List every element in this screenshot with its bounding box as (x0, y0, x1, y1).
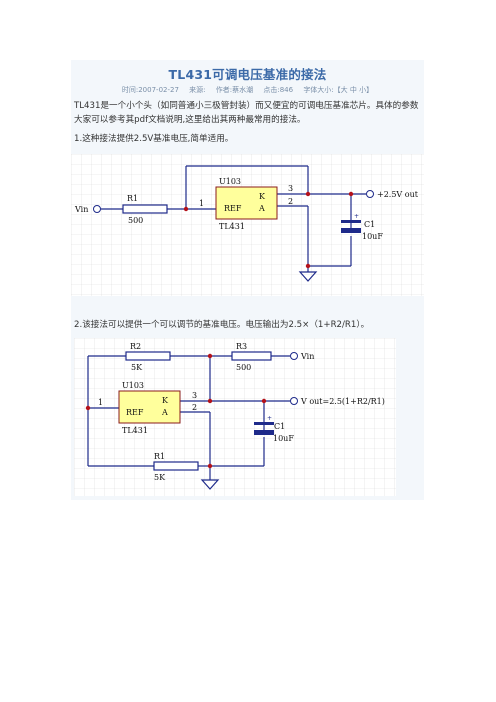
meta-hits-label: 点击: (263, 86, 280, 94)
c1-capacitor-top (254, 422, 274, 425)
c2-pin1: 1 (98, 398, 103, 407)
c2-vout-label: V out=2.5(1+R2/R1) (300, 397, 385, 406)
intro-paragraph: TL431是一个小个头（如同普通小三极管封装）而又便宜的可调电压基准芯片。具体的… (74, 101, 419, 125)
c1-c1-name: C1 (364, 220, 375, 229)
ground-symbol (298, 271, 318, 282)
c2-c1-value: 10uF (273, 434, 294, 443)
ground-symbol (200, 479, 220, 490)
svg-text:+: + (267, 415, 272, 422)
c1-r1-name: R1 (127, 194, 138, 203)
c1-chip-ref: U103 (219, 177, 241, 186)
vin-terminal (93, 205, 101, 213)
tl431-chip (215, 186, 278, 220)
c2-pin-a: A (161, 408, 168, 417)
c1-r1-value: 500 (128, 216, 143, 225)
c2-pin-ref: REF (126, 408, 144, 417)
vin-terminal (290, 352, 298, 360)
c2-pin-k: K (162, 396, 169, 405)
meta-source: 来源: (189, 86, 206, 94)
article-title: TL431可调电压基准的接法 (168, 67, 327, 82)
c1-capacitor-bottom (341, 228, 361, 233)
c1-vin-label: Vin (74, 205, 88, 214)
r3-resistor (231, 351, 272, 361)
c1-capacitor-bottom (254, 430, 274, 435)
out-terminal (366, 190, 374, 198)
c2-r1-value: 5K (154, 473, 166, 482)
c1-pin-a: A (258, 204, 265, 213)
c2-c1-name: C1 (274, 422, 285, 431)
c1-capacitor-top (341, 220, 361, 223)
c1-out-label: +2.5V out (377, 190, 419, 199)
meta-font-size[interactable]: 字体大小:【大 中 小】 (303, 86, 374, 94)
meta-hits-count: 846 (279, 86, 294, 94)
c2-chip-part: TL431 (122, 426, 148, 435)
meta-hits: 点击:846 (263, 86, 293, 94)
c2-pin3: 3 (192, 391, 197, 400)
r1-resistor (153, 461, 199, 471)
c2-r2-value: 5K (131, 363, 143, 372)
c1-c1-value: 10uF (362, 232, 383, 241)
c1-pin-k: K (259, 192, 266, 201)
c2-r2-name: R2 (130, 342, 141, 351)
c2-r3-value: 500 (236, 363, 251, 372)
c2-pin2: 2 (192, 403, 197, 412)
meta-author: 作者:蔡水潮 (215, 86, 254, 94)
junction-nodes (183, 191, 354, 269)
c1-pin2: 2 (288, 197, 293, 206)
c1-pin1: 1 (199, 199, 204, 208)
c2-chip-ref: U103 (122, 381, 144, 390)
c1-pin-ref: REF (224, 204, 242, 213)
circuit1-schematic: + Vin R1 500 U103 TL431 REF K A 1 3 2 +2… (71, 154, 424, 296)
r2-resistor (125, 351, 171, 361)
circuit2-schematic: + R2 5K R3 500 Vin U103 TL431 REF K A 1 … (74, 338, 396, 496)
method1-caption: 1.这种接法提供2.5V基准电压,简单适用。 (74, 134, 234, 144)
vout-terminal (290, 397, 298, 405)
c2-vin-label: Vin (300, 352, 314, 361)
method2-caption: 2.该接法可以提供一个可以调节的基准电压。电压输出为2.5×（1+R2/R1）。 (74, 320, 370, 330)
article-meta: 时间:2007-02-27 来源: 作者:蔡水潮 点击:846 字体大小:【大 … (71, 85, 424, 95)
c1-pin3: 3 (288, 184, 293, 193)
tl431-chip (118, 390, 181, 424)
svg-text:+: + (354, 213, 359, 220)
c2-r1-name: R1 (154, 452, 165, 461)
junction-nodes (85, 353, 267, 469)
c1-chip-part: TL431 (219, 222, 245, 231)
c2-r3-name: R3 (236, 342, 247, 351)
r1-resistor (122, 204, 168, 214)
meta-time: 时间:2007-02-27 (121, 86, 179, 94)
